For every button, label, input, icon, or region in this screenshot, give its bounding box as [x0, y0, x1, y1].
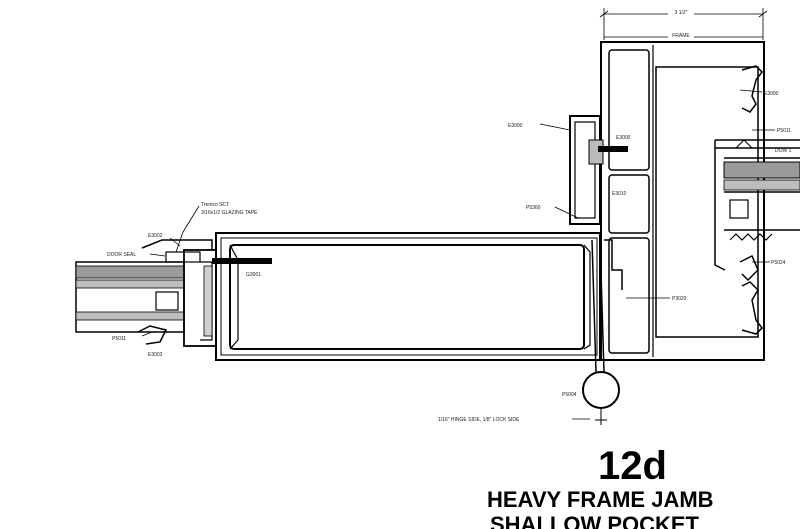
- callout-glazing-tape: 3/16x1/2 GLAZING TAPE: [201, 210, 258, 216]
- detail-title-line1: HEAVY FRAME JAMB: [487, 487, 714, 512]
- door-stop-profile: [569, 115, 628, 225]
- callout-e3010: E3010: [612, 191, 627, 197]
- callout-g3001: G3001: [246, 272, 261, 278]
- detail-number: 12d: [598, 444, 667, 488]
- callout-dow: DOW 1: [775, 148, 792, 154]
- insulated-glass-unit: [714, 139, 800, 282]
- callout-p5011: P5011: [112, 336, 126, 342]
- callout-leaders: [141, 89, 775, 420]
- callout-p5004: P5004: [562, 392, 577, 398]
- callout-labels: Tremco SCT 3/16x1/2 GLAZING TAPE E3002 D…: [107, 91, 792, 423]
- callout-tremco: Tremco SCT: [201, 202, 229, 208]
- callout-p5360: P5360: [526, 205, 541, 211]
- overall-dimension: 3 1/2": [599, 8, 768, 40]
- door-stile-profile: [215, 232, 601, 361]
- frame-width-label: FRAME: [672, 33, 690, 39]
- callout-e3000c: E3000: [764, 91, 779, 97]
- callout-p5024: P5024: [771, 260, 786, 266]
- callout-e3000b: E3000: [616, 135, 631, 141]
- callout-door-seal: DOOR SEAL: [107, 252, 136, 258]
- hinge-lock-note: 1/16" HINGE SIDE, 1/8" LOCK SIDE: [438, 417, 520, 423]
- hinge-pivot: [582, 239, 623, 425]
- callout-p3020: P3020: [672, 296, 687, 302]
- callout-e3002: E3002: [148, 233, 163, 239]
- frame-dimension: FRAME: [604, 31, 763, 39]
- detail-title-line2: SHALLOW POCKET: [490, 512, 699, 529]
- callout-p5011b: P5011: [777, 128, 791, 134]
- left-glazing-unit: [75, 239, 272, 347]
- callout-e3003: E3003: [148, 352, 163, 358]
- heavy-frame-profile: [600, 41, 765, 361]
- overall-width-label: 3 1/2": [675, 10, 688, 16]
- callout-e3000: E3000: [508, 123, 523, 129]
